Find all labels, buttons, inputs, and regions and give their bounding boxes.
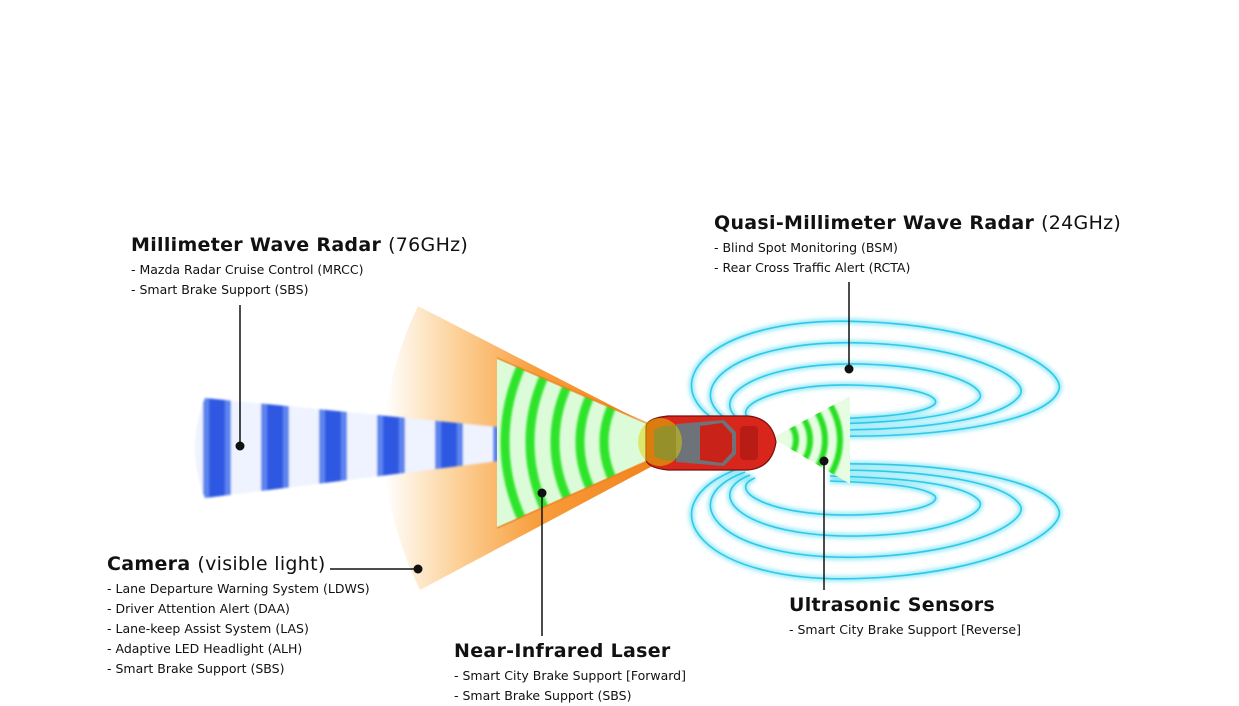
- camera-title: Camera (visible light): [107, 553, 370, 575]
- list-item: - Smart Brake Support (SBS): [107, 661, 285, 676]
- leader-lines: [235, 282, 854, 636]
- quasi-millimeter-wave-radar-title: Quasi-Millimeter Wave Radar (24GHz): [714, 212, 1121, 234]
- car-top-view: [638, 415, 777, 471]
- near-infrared-laser-label: Near-Infrared Laser - Smart City Brake S…: [454, 640, 686, 706]
- list-item: - Driver Attention Alert (DAA): [107, 601, 290, 616]
- millimeter-wave-radar-beam: [195, 398, 650, 498]
- list-item: - Mazda Radar Cruise Control (MRCC): [131, 262, 364, 277]
- quasi-millimeter-radar-lines: [690, 320, 1061, 580]
- camera-title-text: Camera: [107, 553, 191, 575]
- mwr-leader-dot: [235, 441, 245, 451]
- list-item: - Blind Spot Monitoring (BSM): [714, 240, 898, 255]
- millimeter-wave-radar-title: Millimeter Wave Radar (76GHz): [131, 234, 468, 256]
- camera-label: Camera (visible light) - Lane Departure …: [107, 553, 370, 679]
- list-item: - Adaptive LED Headlight (ALH): [107, 641, 303, 656]
- ultrasonic-leader-dot: [819, 456, 829, 466]
- qmr-title-frequency: (24GHz): [1041, 212, 1122, 234]
- quasi-millimeter-wave-radar-label: Quasi-Millimeter Wave Radar (24GHz) - Bl…: [714, 212, 1121, 278]
- millimeter-wave-radar-label: Millimeter Wave Radar (76GHz) - Mazda Ra…: [131, 234, 468, 300]
- mwr-feature-list: - Mazda Radar Cruise Control (MRCC) - Sm…: [131, 260, 468, 300]
- qmr-feature-list: - Blind Spot Monitoring (BSM) - Rear Cro…: [714, 238, 1121, 278]
- camera-title-detail: (visible light): [197, 553, 326, 575]
- ultrasonic-title-text: Ultrasonic Sensors: [789, 594, 996, 616]
- mwr-title-text: Millimeter Wave Radar: [131, 234, 382, 256]
- near-infrared-laser-field: [497, 358, 690, 528]
- qmr-title-text: Quasi-Millimeter Wave Radar: [714, 212, 1035, 234]
- ultrasonic-sensors-title: Ultrasonic Sensors: [789, 594, 1021, 616]
- mwr-title-frequency: (76GHz): [388, 234, 469, 256]
- camera-leader-dot: [413, 564, 423, 574]
- list-item: - Lane-keep Assist System (LAS): [107, 621, 309, 636]
- ultrasonic-sensors-label: Ultrasonic Sensors - Smart City Brake Su…: [789, 594, 1021, 640]
- ultrasonic-feature-list: - Smart City Brake Support [Reverse]: [789, 620, 1021, 640]
- list-item: - Smart City Brake Support [Forward]: [454, 668, 686, 683]
- list-item: - Lane Departure Warning System (LDWS): [107, 581, 370, 596]
- list-item: - Smart Brake Support (SBS): [131, 282, 309, 297]
- qmr-leader-dot: [844, 364, 854, 374]
- camera-feature-list: - Lane Departure Warning System (LDWS) -…: [107, 579, 370, 679]
- list-item: - Smart Brake Support (SBS): [454, 688, 632, 703]
- list-item: - Rear Cross Traffic Alert (RCTA): [714, 260, 911, 275]
- laser-feature-list: - Smart City Brake Support [Forward] - S…: [454, 666, 686, 706]
- laser-leader-dot: [537, 488, 547, 498]
- list-item: - Smart City Brake Support [Reverse]: [789, 622, 1021, 637]
- near-infrared-laser-title: Near-Infrared Laser: [454, 640, 686, 662]
- ultrasonic-sensor-field: [772, 396, 850, 484]
- laser-title-text: Near-Infrared Laser: [454, 640, 671, 662]
